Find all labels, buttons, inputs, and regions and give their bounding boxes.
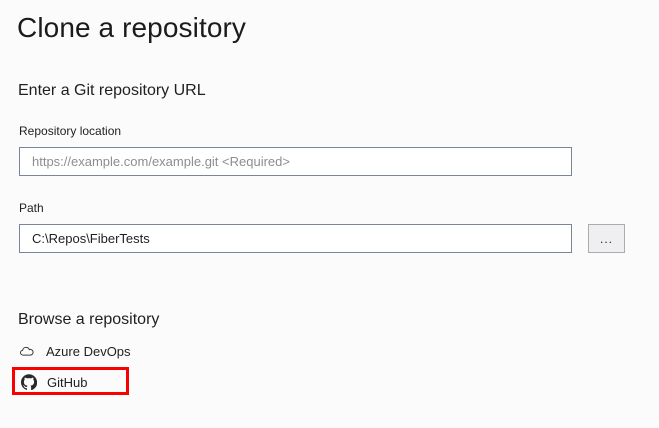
page-title: Clone a repository <box>17 12 247 43</box>
path-input[interactable] <box>19 224 572 253</box>
git-url-section-heading: Enter a Git repository URL <box>18 82 206 99</box>
cloud-icon <box>19 343 36 360</box>
path-label: Path <box>19 201 44 215</box>
repository-location-label: Repository location <box>19 124 122 138</box>
repo-source-github[interactable]: GitHub <box>20 371 87 393</box>
repo-source-azure-devops[interactable]: Azure DevOps <box>19 340 131 362</box>
browse-repository-section-heading: Browse a repository <box>18 311 160 328</box>
github-icon <box>20 374 37 391</box>
repo-source-label: Azure DevOps <box>46 343 131 359</box>
repo-source-label: GitHub <box>47 374 88 390</box>
repository-location-input[interactable] <box>19 147 572 176</box>
browse-folder-button[interactable]: ... <box>588 224 625 253</box>
